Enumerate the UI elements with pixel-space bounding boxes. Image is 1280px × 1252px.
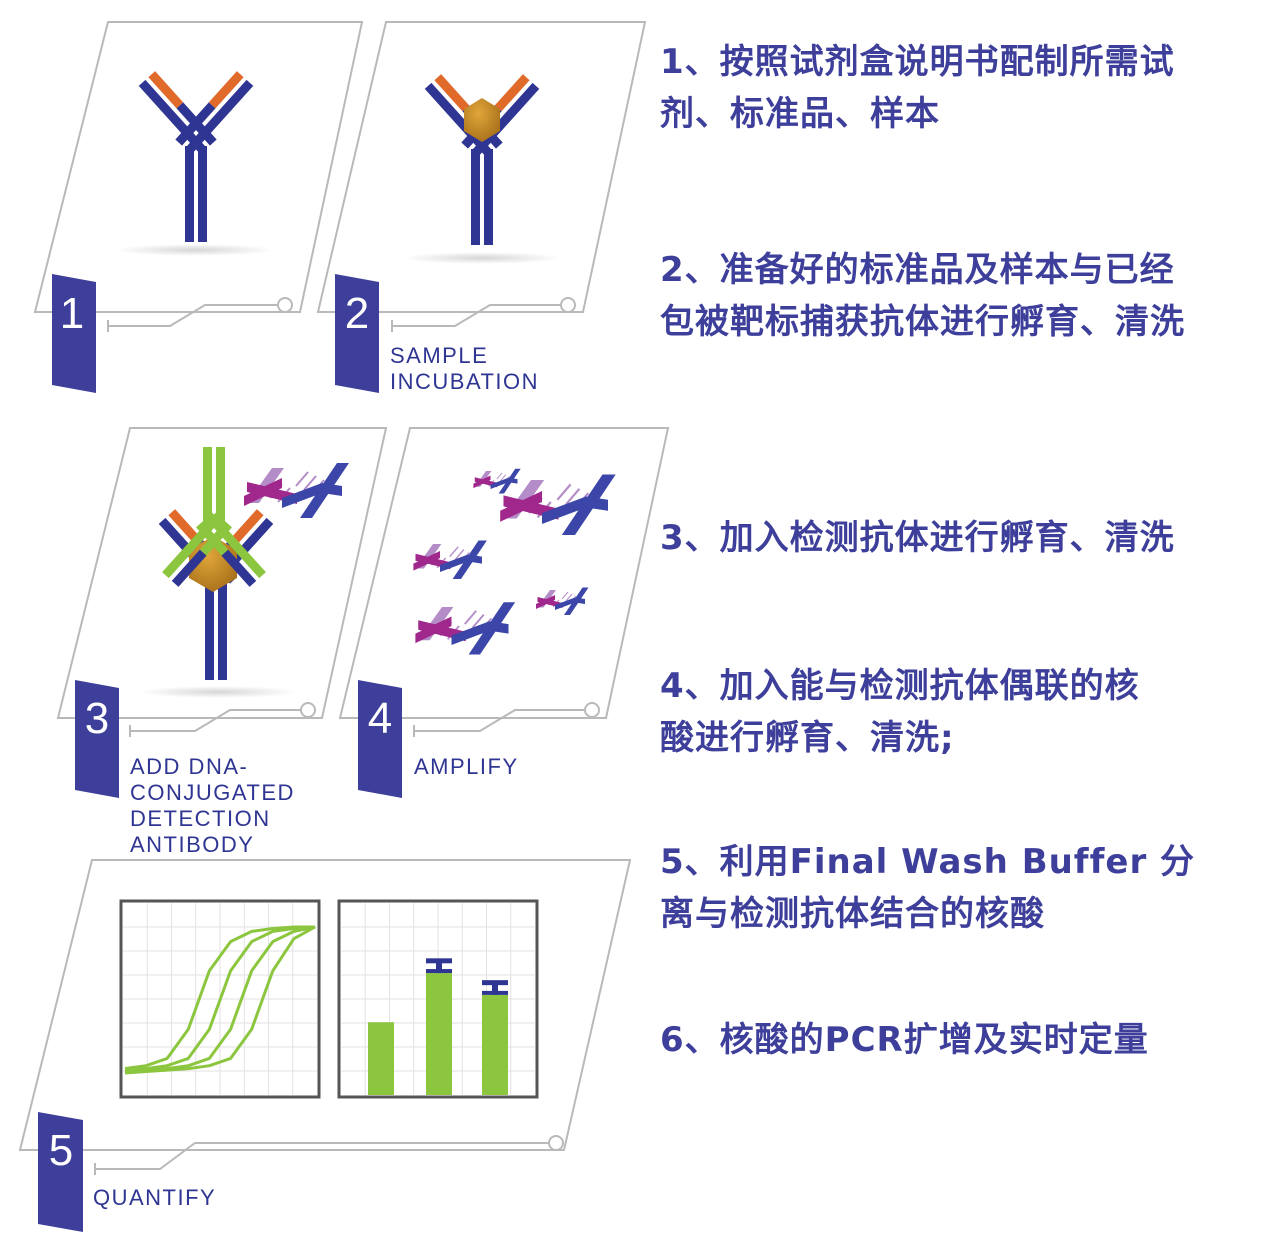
panel-2-number-tab (335, 274, 379, 393)
panel-2-shadow (402, 252, 562, 264)
panel-3-shadow (138, 686, 298, 698)
panel-2-number: 2 (345, 289, 369, 338)
curve-series-2 (124, 925, 316, 1072)
error-bar-2 (426, 958, 452, 974)
step-5-text: 5、利用Final Wash Buffer 分 离与检测抗体结合的核酸 (660, 836, 1195, 940)
bar-chart-bars (368, 958, 508, 1095)
bar-2 (426, 973, 452, 1095)
panel-2-plane (316, 21, 647, 313)
step-2-line-2: 包被靶标捕获抗体进行孵育、清洗 (660, 302, 1185, 342)
panel-2: 2 SAMPLE INCUBATION (316, 21, 647, 394)
error-bar-3 (482, 980, 508, 995)
panel-1-number: 1 (60, 289, 84, 338)
panel-3-connector (129, 709, 308, 737)
step-5-line-1: 5、利用Final Wash Buffer 分 (660, 842, 1196, 882)
panel-1: 1 (33, 21, 364, 393)
panel-3-caption-line-4: ANTIBODY (130, 832, 254, 857)
curve-series-4 (124, 925, 316, 1075)
step-1-line-2: 剂、标准品、样本 (660, 94, 940, 134)
panel-5: 5 QUANTIFY (18, 859, 632, 1232)
panel-4: 4 AMPLIFY (338, 427, 670, 798)
detection-antibody-icon (162, 447, 266, 587)
bar-1 (368, 1022, 394, 1095)
panel-4-number-tab (358, 680, 402, 798)
step-3-text: 3、加入检测抗体进行孵育、清洗 (660, 512, 1175, 564)
panel-1-node (277, 297, 293, 313)
panel-4-number: 4 (368, 694, 392, 743)
step-2-line-1: 2、准备好的标准品及样本与已经 (660, 250, 1175, 290)
panel-5-node (548, 1135, 564, 1151)
panel-3: 3 ADD DNA- CONJUGATED DETECTION ANTIBODY (56, 427, 388, 857)
step-1-text: 1、按照试剂盒说明书配制所需试 剂、标准品、样本 (660, 36, 1175, 140)
panel-5-caption-line-1: QUANTIFY (93, 1185, 216, 1210)
panel-4-plane (338, 427, 670, 719)
curve-chart-series (124, 925, 316, 1075)
panel-5-connector (94, 1142, 556, 1175)
step-6-line-1: 6、核酸的PCR扩增及实时定量 (660, 1020, 1149, 1060)
step-5-line-2: 离与检测抗体结合的核酸 (660, 894, 1045, 934)
antigen-icon (464, 98, 500, 142)
step-4-line-2: 酸进行孵育、清洗; (660, 718, 955, 758)
panel-2-caption-line-2: INCUBATION (390, 369, 539, 394)
panel-1-shadow (115, 244, 275, 256)
step-6-text: 6、核酸的PCR扩增及实时定量 (660, 1014, 1149, 1066)
panel-3-caption-line-3: DETECTION (130, 806, 271, 831)
panel-1-connector (107, 304, 285, 332)
panel-5-number-tab (38, 1112, 83, 1232)
amplification-curve-chart (119, 899, 321, 1099)
panel-3-caption-line-1: ADD DNA- (130, 754, 248, 779)
panel-5-number: 5 (49, 1126, 73, 1175)
panel-2-connector (391, 304, 568, 332)
step-4-text: 4、加入能与检测抗体偶联的核 酸进行孵育、清洗; (660, 660, 1140, 764)
panel-3-number-tab (75, 680, 119, 798)
panel-1-number-tab (52, 274, 96, 393)
bar-3 (482, 994, 508, 1095)
panel-4-node (584, 702, 600, 718)
panel-2-caption-line-1: SAMPLE (390, 343, 488, 368)
quantification-bar-chart (337, 899, 539, 1099)
panel-4-caption-line-1: AMPLIFY (414, 754, 519, 779)
panel-3-number: 3 (85, 694, 109, 743)
panel-4-connector (413, 709, 592, 737)
panel-3-caption-line-2: CONJUGATED (130, 780, 295, 805)
step-2-text: 2、准备好的标准品及样本与已经 包被靶标捕获抗体进行孵育、清洗 (660, 244, 1185, 348)
step-1-line-1: 1、按照试剂盒说明书配制所需试 (660, 42, 1175, 82)
step-4-line-1: 4、加入能与检测抗体偶联的核 (660, 666, 1140, 706)
panel-3-node (300, 702, 316, 718)
curve-series-1 (124, 925, 315, 1071)
step-3-line-1: 3、加入检测抗体进行孵育、清洗 (660, 518, 1175, 558)
panel-2-node (560, 297, 576, 313)
